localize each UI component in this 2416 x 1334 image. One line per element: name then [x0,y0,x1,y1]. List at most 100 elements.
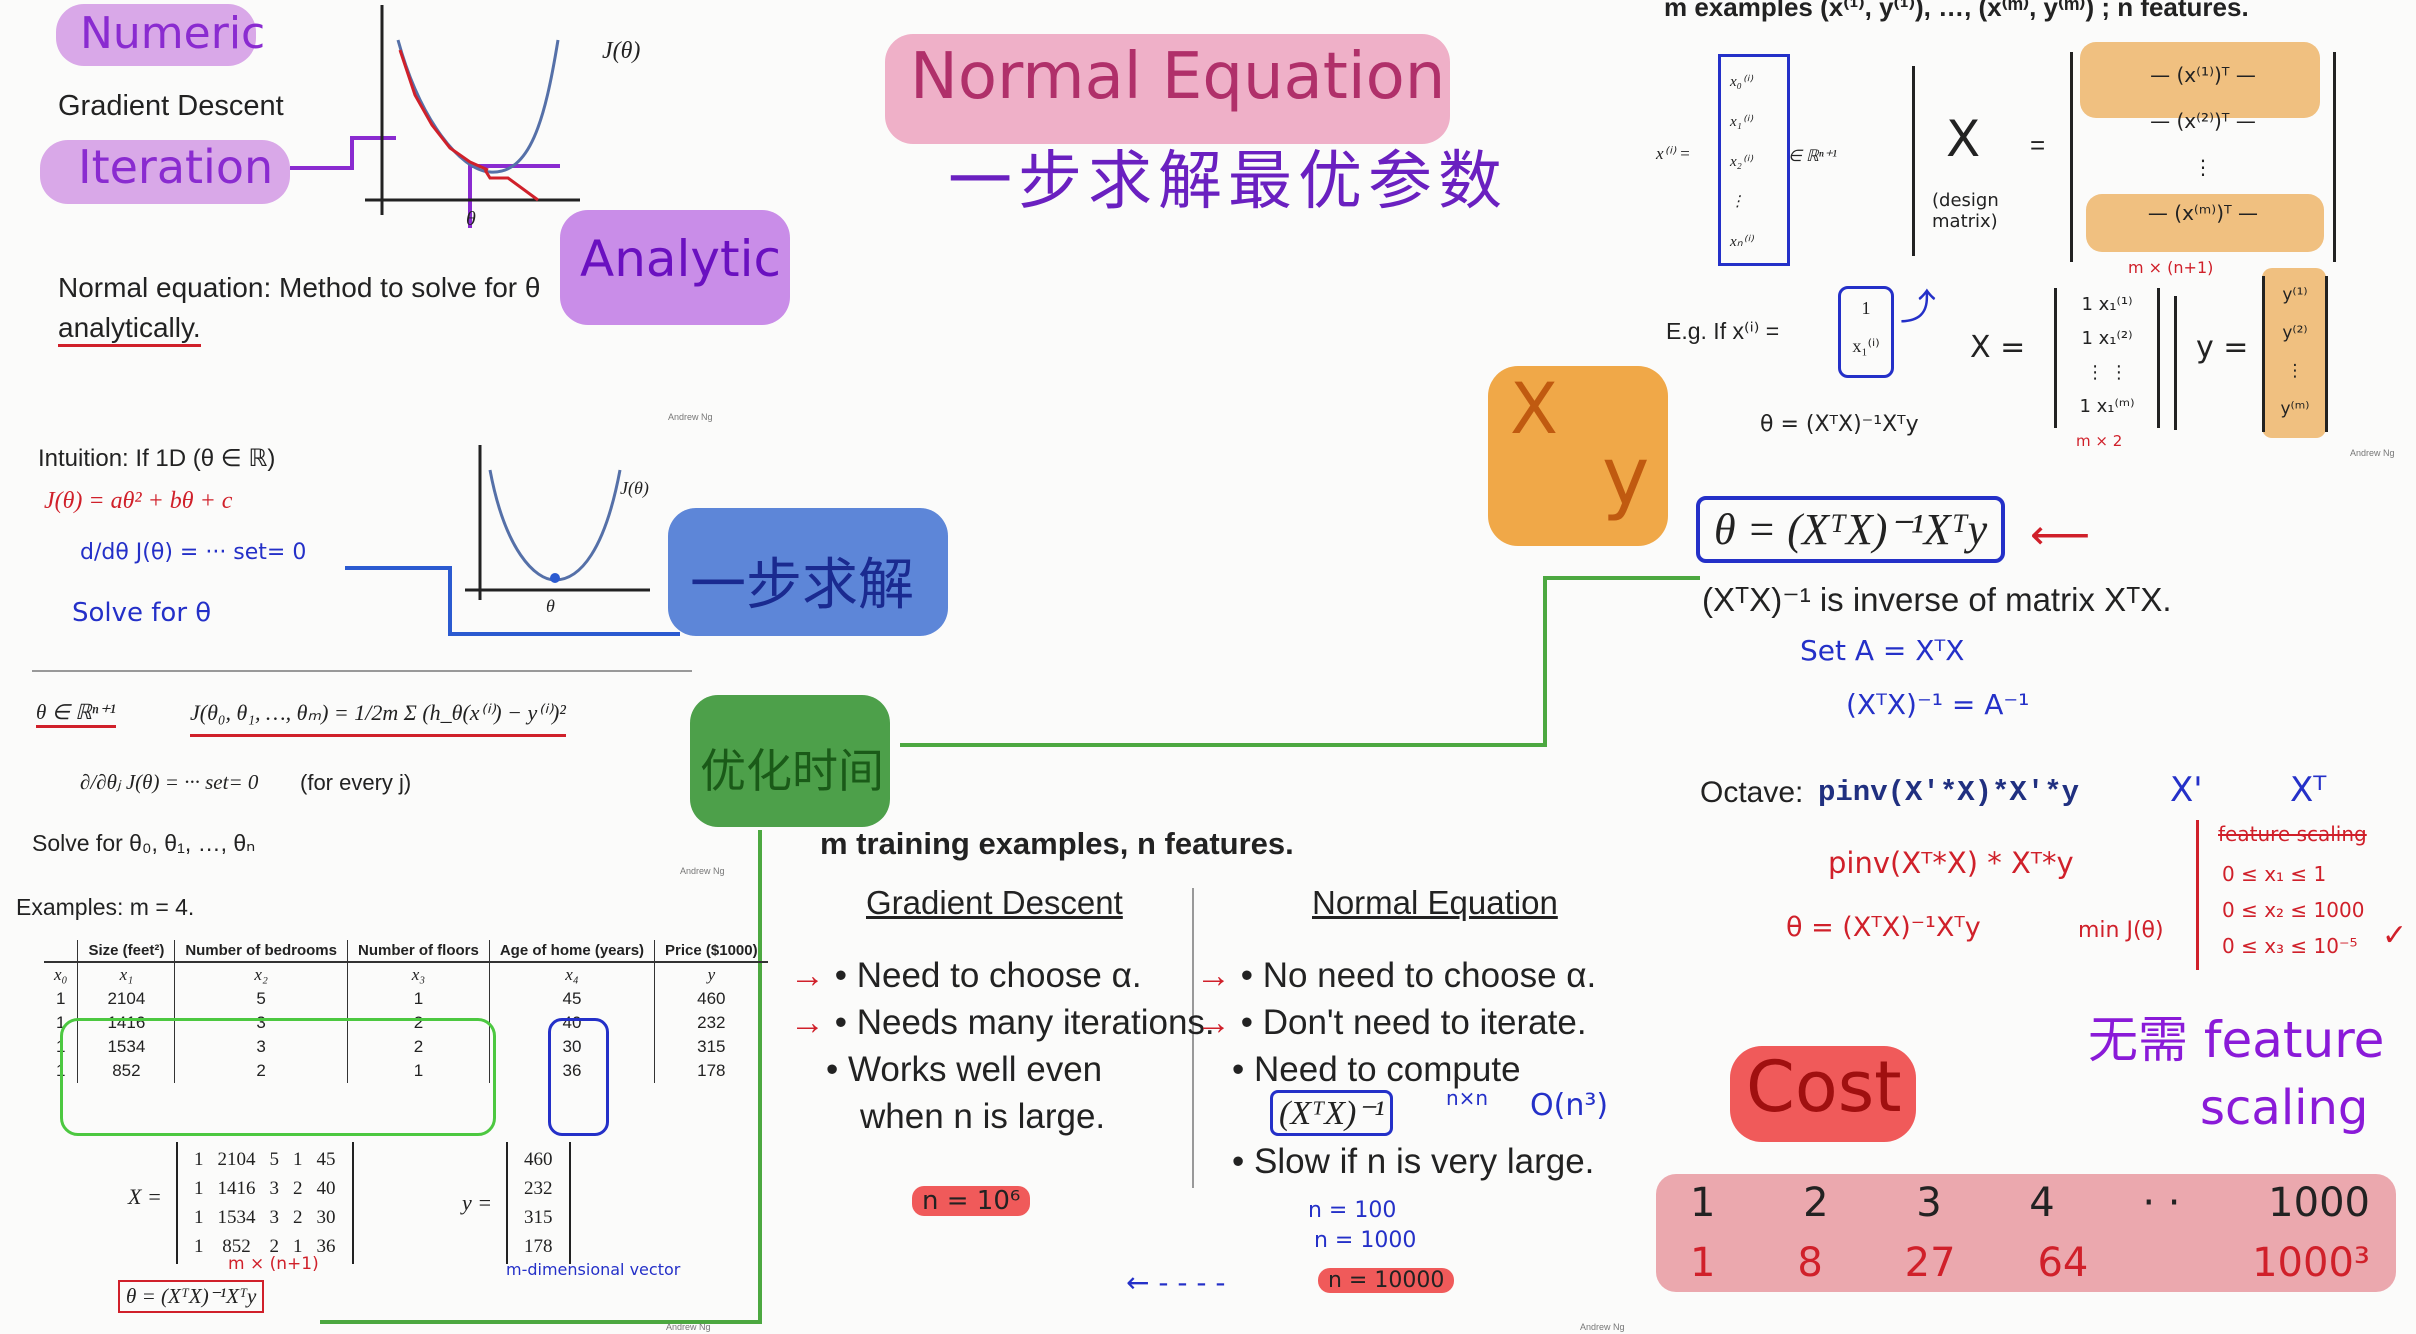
check-icon: ✓ [2382,919,2408,952]
n-gd-value: n = 10⁶ [912,1186,1031,1216]
cost-n: 4 [2029,1180,2055,1226]
normal-eq-line1: Normal equation: Method to solve for θ [58,272,541,303]
matrix-cell: 45 [316,1149,336,1170]
design-x: X [1946,110,1981,168]
title-highlight [885,34,1450,144]
matrix-cell: 36 [316,1236,336,1257]
title-label: Normal Equation [910,40,1446,114]
examples-table: Size (feet²) Number of bedrooms Number o… [44,940,768,1083]
cost-n-row: 1 2 3 4 · · 1000 [1690,1180,2370,1226]
matrix-cell: 460 [524,1149,553,1170]
gd-plot-theta-label: θ [466,208,476,230]
matrix-cell: 1 [293,1149,303,1170]
table-cell: 1534 [77,1035,175,1059]
gd-item-choose-alpha: → • Need to choose α. [790,956,1142,995]
parabola-plot [465,445,650,600]
matrix-cell: 2104 [217,1149,256,1170]
xi-vector [1718,54,1790,266]
nxn-note: n×n [1446,1086,1489,1110]
ne-item-compute: • Need to compute [1232,1050,1521,1089]
eg-y-vector: y⁽¹⁾ y⁽²⁾ ⋮ y⁽ᵐ⁾ [2262,276,2328,432]
table-cell: 852 [77,1059,175,1083]
matrix-cell: 1416 [217,1178,256,1199]
matrix-cell: 3 [269,1178,280,1199]
gd-item-iterations: → • Needs many iterations. [790,1003,1215,1042]
matrix-cell: 2 [293,1178,303,1199]
cost-cubed: 27 [1904,1240,1956,1286]
table-header: Price ($1000) [654,940,768,963]
matrix-row: 1 x₁⁽²⁾ [2081,328,2133,349]
ne-title: Normal Equation [1312,884,1558,921]
matrix-row: — (x⁽ᵐ⁾)ᵀ — [2147,201,2259,225]
x-rows-highlight-bottom [2086,194,2324,252]
x-highlight-box [60,1018,496,1136]
vertical-divider-2 [2174,296,2177,430]
ne-item-inverse: (XᵀX)⁻¹ [1270,1090,1394,1136]
xy-x-label: X [1510,368,1558,450]
x-prime: X' [2170,770,2203,810]
complexity-note: O(n³) [1530,1088,1609,1123]
pinv-hand: pinv(Xᵀ*X) * Xᵀ*y [1828,846,2074,880]
gd-plot-j-label: J(θ) [602,38,641,64]
matrix-cell: 1 [194,1178,204,1199]
cost-cubed: 8 [1797,1240,1823,1286]
table-header: Number of bedrooms [174,940,348,963]
matrix-row: 1 x₁⁽ᵐ⁾ [2079,396,2135,417]
design-note: (design matrix) [1932,190,1999,232]
one-step-highlight [668,508,948,636]
cost-n: 1 [1690,1180,1716,1226]
equals-sign: = [2030,130,2046,160]
x-matrix-label: X = [128,1184,162,1209]
table-cell: 30 [488,1035,655,1059]
vertical-divider-1 [1912,66,1915,256]
ne-item-slow: • Slow if n is very large. [1232,1142,1595,1181]
matrix-cell: 178 [524,1236,553,1257]
gd-plot [365,5,580,215]
table-cell: 2 [174,1059,348,1083]
arrow-icon: → [790,1003,825,1042]
cost-n: · · [2142,1180,2181,1226]
eg-label: E.g. If x⁽ⁱ⁾ = [1666,318,1780,344]
table-subheader: x₄ [488,962,655,987]
feature-scaling-strike: feature scaling [2218,822,2367,846]
for-every-j: (for every j) [300,770,412,795]
octave-code: pinv(X'*X)*X'*y [1818,776,2080,809]
numeric-highlight [56,4,256,66]
ne-item-no-alpha: → • No need to choose α. [1196,956,1597,995]
table-header: Age of home (years) [488,940,655,963]
table-subheader: x₀ [54,965,68,984]
set-a: Set A = XᵀX [1800,634,1965,667]
solve-for-thetas: Solve for θ₀, θ₁, …, θₙ [32,830,256,856]
table-cell: 1 [347,987,490,1011]
theta-hand: θ = (XᵀX)⁻¹Xᵀy [1786,912,1981,943]
matrix-cell: 3 [269,1207,280,1228]
divider-line [32,670,692,672]
octave-label: Octave: [1700,776,1804,809]
arrow-icon: → [1196,956,1231,995]
matrix-cell: 2 [269,1236,280,1257]
table-cell: 1 [56,1013,66,1032]
vector-entry: ⋮ [2286,361,2304,381]
table-cell: 3 [174,1011,348,1035]
range-1: 0 ≤ x₁ ≤ 1 [2222,862,2327,886]
cost-highlight [1730,1046,1916,1142]
no-scaling-2: scaling [2200,1080,2369,1136]
table-cell: 40 [488,1011,655,1035]
table-subheader: x₂ [174,962,348,987]
numeric-label: Numeric [80,8,266,59]
table-cell: 5 [174,987,348,1011]
table-row: 1 852 2 1 36 178 [44,1059,768,1083]
cost-n: 1000 [2268,1180,2370,1226]
table-row: 1 1534 3 2 30 315 [44,1035,768,1059]
vector-entry: ⋮ [1730,194,1745,210]
cost-table-highlight [1656,1174,2396,1292]
cost-n: 2 [1803,1180,1829,1226]
curved-arrow-icon: ⤴ [1900,287,1937,328]
table-cell: 45 [488,987,655,1011]
rn-label: ∈ ℝⁿ⁺¹ [1788,148,1837,165]
examples-formula: θ = (XᵀX)⁻¹Xᵀy [118,1280,265,1313]
cost-label: Cost [1746,1046,1902,1128]
table-cell: 1 [56,989,66,1008]
matrix-cell: 1534 [217,1207,256,1228]
